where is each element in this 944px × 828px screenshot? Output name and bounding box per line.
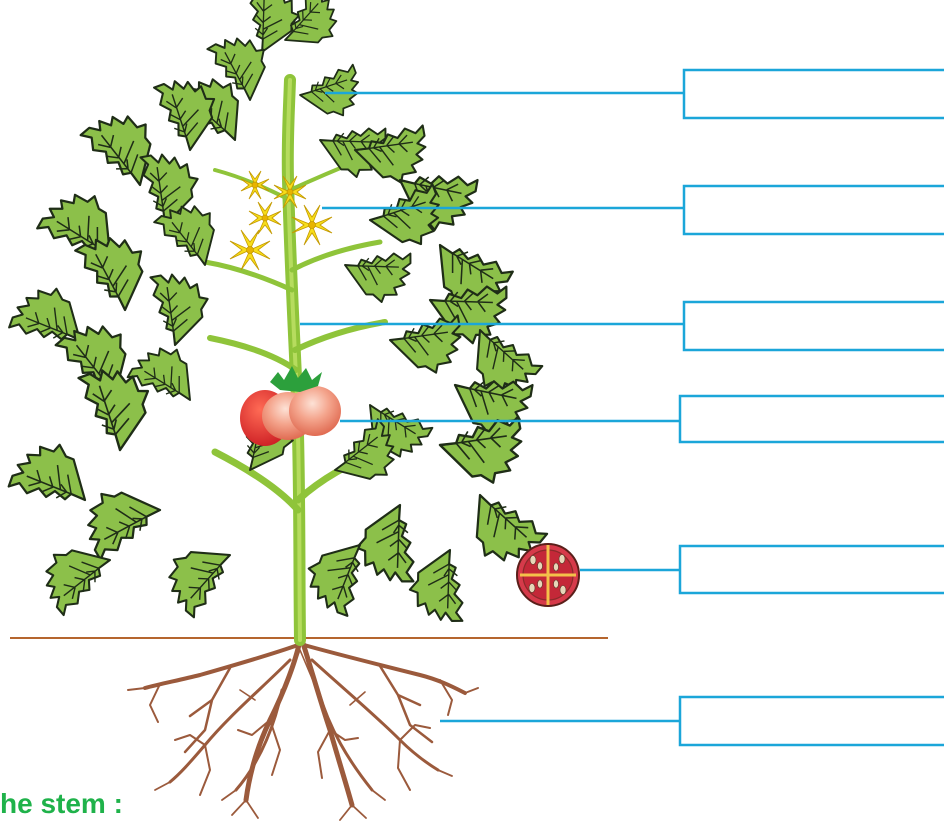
- caption-text: he stem :: [0, 788, 123, 820]
- label-field-flower[interactable]: [684, 186, 944, 234]
- tomato-fruits: [240, 366, 341, 446]
- label-field-leaf[interactable]: [684, 70, 944, 118]
- label-field-fruit[interactable]: [680, 396, 944, 442]
- label-field-seed[interactable]: [680, 546, 944, 593]
- label-box-root[interactable]: [440, 697, 944, 745]
- label-box-seed[interactable]: [580, 546, 944, 593]
- label-box-leaf[interactable]: [325, 70, 944, 118]
- cut-tomato: [517, 544, 579, 606]
- flowers: [230, 171, 332, 270]
- label-field-root[interactable]: [680, 697, 944, 745]
- label-field-stem[interactable]: [684, 302, 944, 350]
- label-box-fruit[interactable]: [340, 396, 944, 442]
- leaves: [3, 0, 552, 636]
- roots: [128, 640, 478, 820]
